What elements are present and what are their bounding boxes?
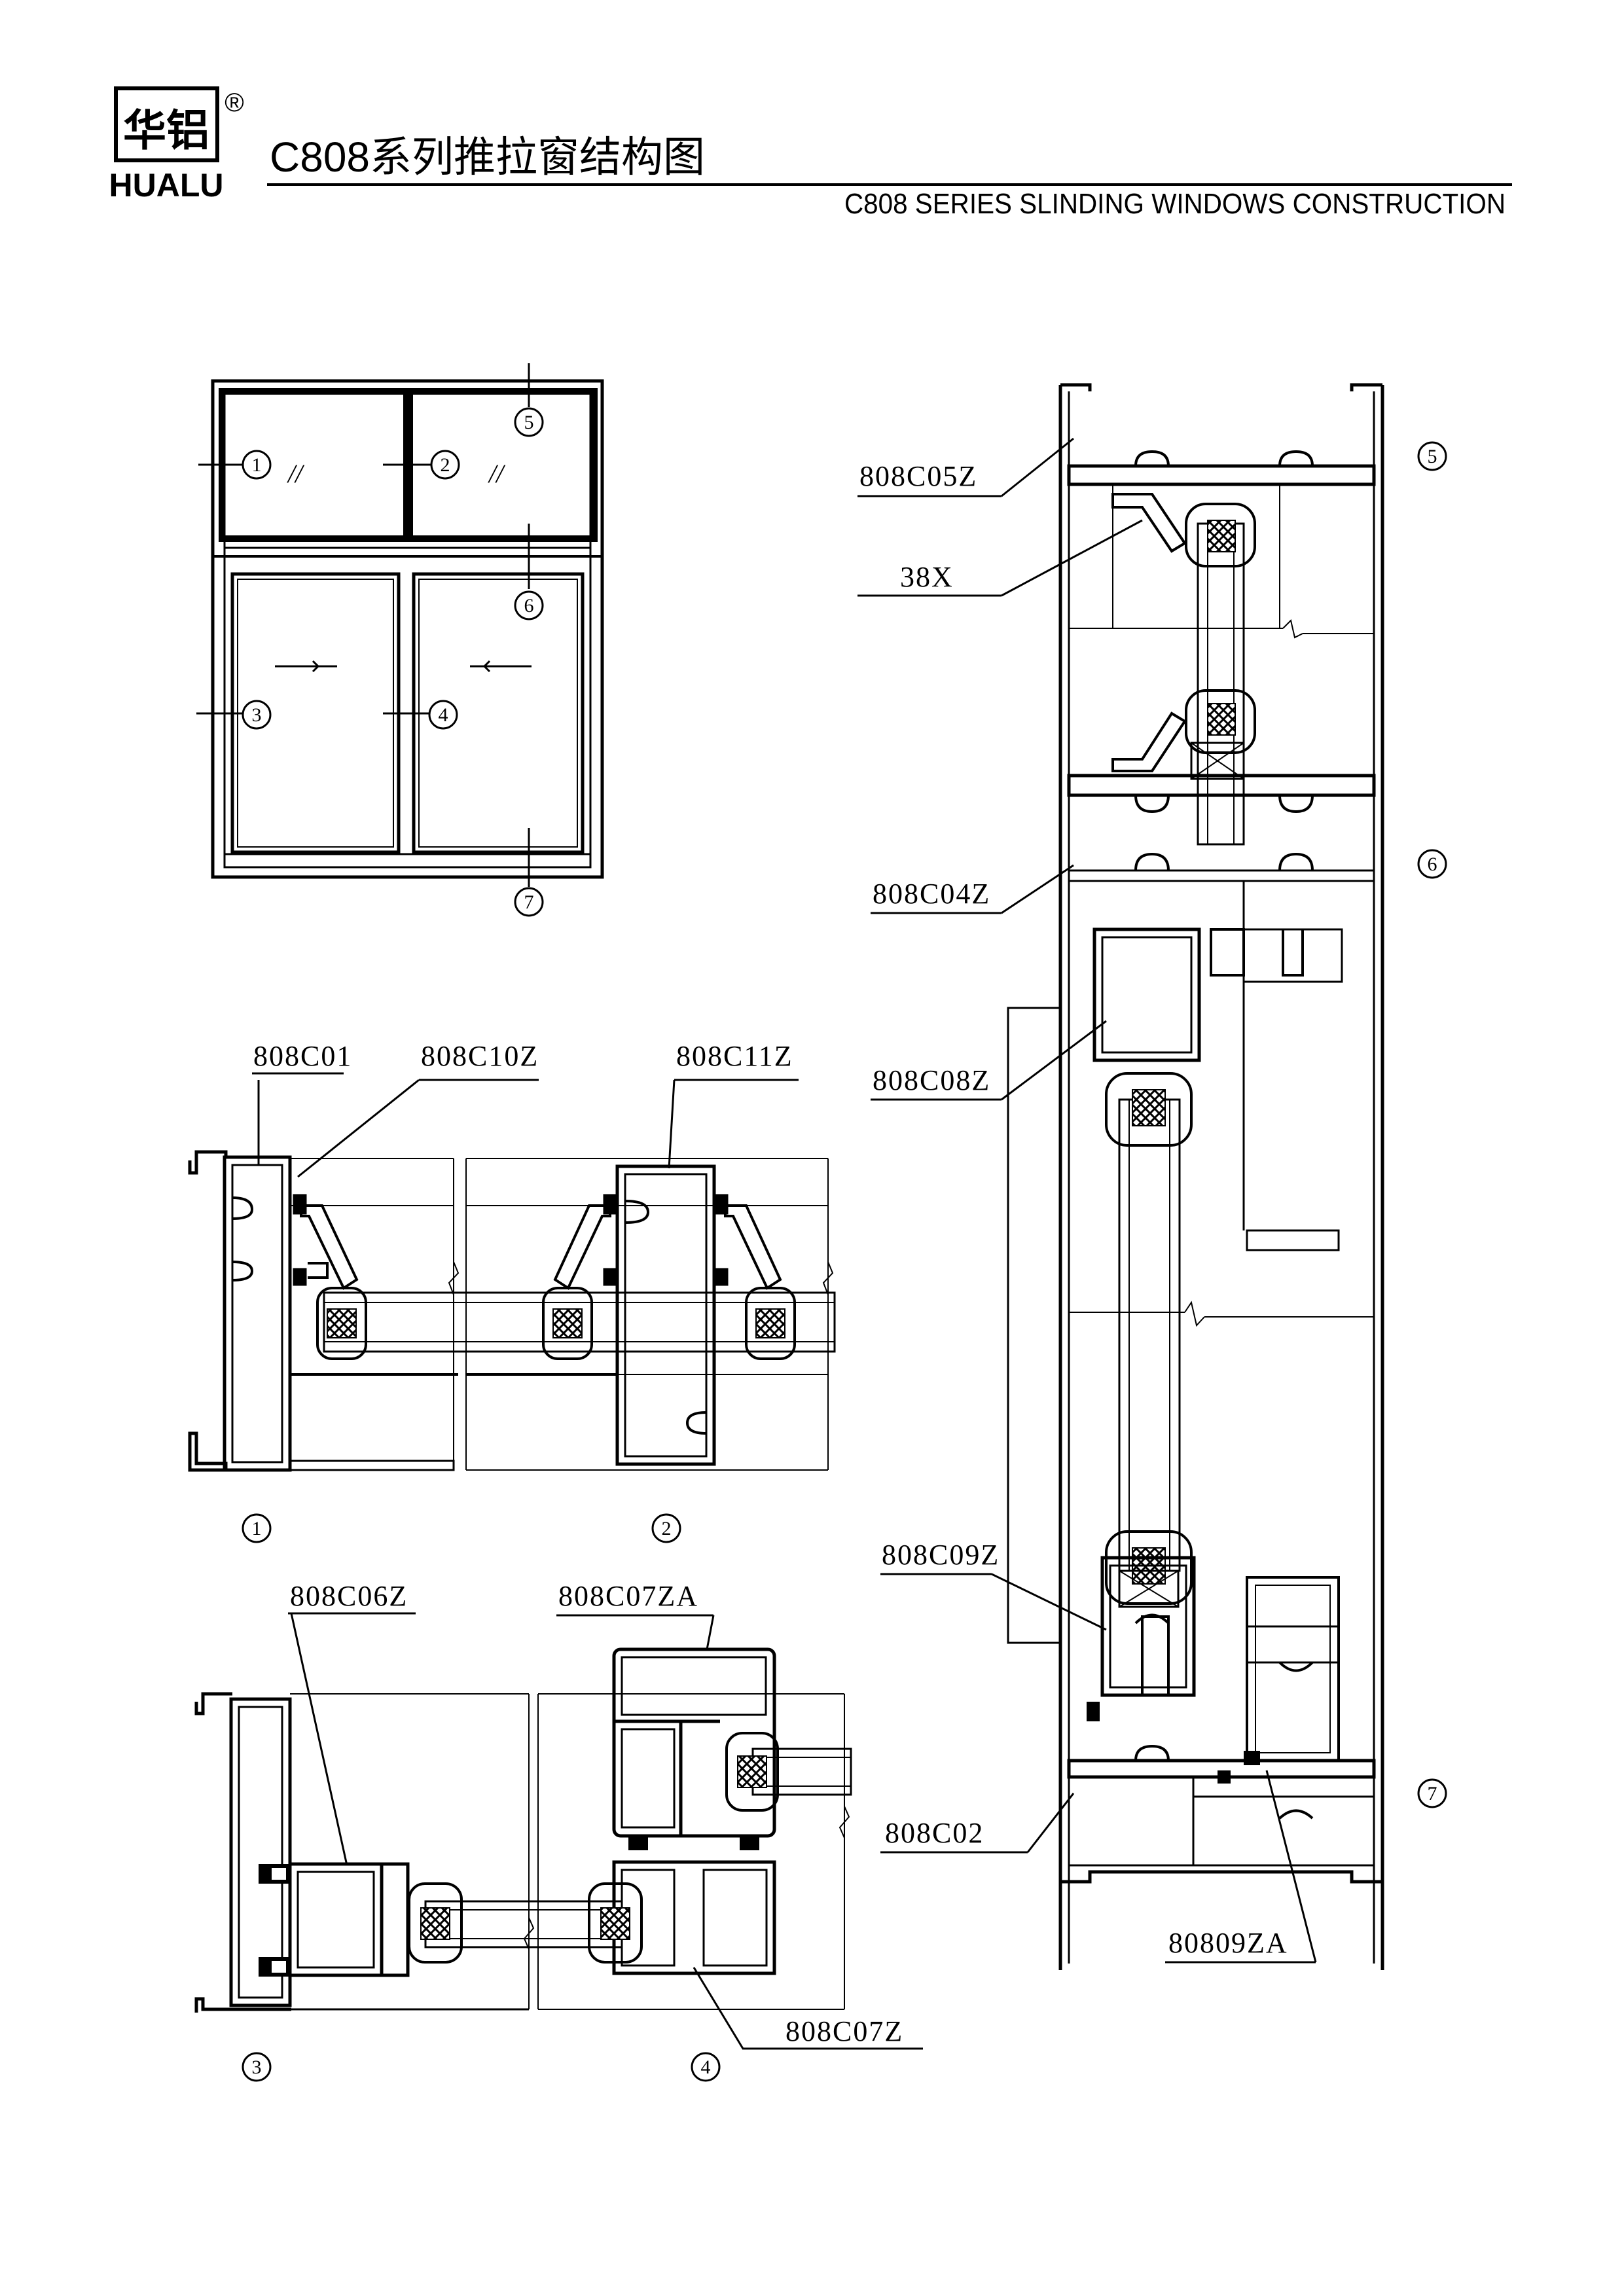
svg-text:4: 4 — [701, 2056, 711, 2078]
section-3-4-drawing — [194, 1647, 852, 2013]
svg-text:3: 3 — [252, 704, 262, 726]
marker-2: 2 — [430, 450, 460, 480]
svg-text:4: 4 — [439, 704, 448, 726]
section-label-1: 1 — [242, 1513, 272, 1543]
section-label-6: 6 — [1417, 849, 1447, 879]
svg-text:1: 1 — [252, 454, 262, 476]
glass-hatch-2: // — [488, 459, 506, 488]
callout-leader-lines — [249, 437, 1317, 2050]
svg-text:2: 2 — [662, 1518, 672, 1539]
callout-808C06Z: 808C06Z — [290, 1580, 408, 1612]
callout-808C02: 808C02 — [885, 1817, 984, 1849]
callout-808C01: 808C01 — [253, 1040, 352, 1072]
callout-808C10Z: 808C10Z — [421, 1040, 539, 1072]
title-english: C808 SERIES SLINDING WINDOWS CONSTRUCTIO… — [844, 188, 1506, 220]
elevation-hatch-marks: // // — [287, 459, 506, 488]
svg-text:5: 5 — [524, 412, 534, 433]
marker-5: 5 — [514, 407, 544, 437]
section-label-3: 3 — [242, 2052, 272, 2082]
svg-text:6: 6 — [1428, 853, 1437, 875]
sliding-direction-arrows — [275, 660, 532, 673]
svg-text:3: 3 — [252, 2056, 262, 2078]
callout-38X: 38X — [900, 561, 954, 593]
section-label-7: 7 — [1417, 1778, 1447, 1808]
section-label-5: 5 — [1417, 441, 1447, 471]
svg-text:7: 7 — [1428, 1783, 1437, 1804]
svg-text:6: 6 — [524, 595, 534, 617]
callout-808C05Z: 808C05Z — [859, 460, 977, 492]
title-chinese: C808系列推拉窗结构图 — [270, 134, 705, 181]
window-elevation — [211, 379, 604, 879]
elevation-markers: 1 2 3 4 5 6 7 — [242, 407, 544, 917]
logo-english: HUALU — [109, 167, 224, 204]
marker-6: 6 — [514, 590, 544, 620]
svg-text:5: 5 — [1428, 446, 1437, 467]
section-label-4: 4 — [691, 2052, 721, 2082]
marker-3: 3 — [242, 700, 272, 730]
glass-hatch-1: // — [287, 459, 305, 488]
callout-808C04Z: 808C04Z — [873, 878, 990, 910]
svg-text:2: 2 — [441, 454, 450, 476]
svg-text:7: 7 — [524, 891, 534, 913]
vertical-section-drawing — [1007, 383, 1384, 1970]
hualu-logo: 华铝 HUALU ® — [109, 86, 244, 204]
header: 华铝 HUALU ® C808系列推拉窗结构图 C808 SERIES SLIN… — [109, 86, 1512, 220]
marker-7: 7 — [514, 887, 544, 917]
svg-text:1: 1 — [252, 1518, 262, 1539]
section-markers: 1 2 3 4 5 6 7 — [242, 441, 1447, 2082]
callout-808C09Z: 808C09Z — [882, 1539, 1000, 1571]
part-callouts: 808C01 808C10Z 808C11Z 808C06Z 808C07ZA … — [253, 460, 1288, 2047]
section-label-2: 2 — [651, 1513, 681, 1543]
section-1-2-drawing — [188, 1150, 836, 1472]
callout-808C08Z: 808C08Z — [873, 1064, 990, 1096]
callout-808C07ZA: 808C07ZA — [558, 1580, 698, 1612]
callout-808C11Z: 808C11Z — [676, 1040, 793, 1072]
registered-mark: ® — [225, 88, 244, 117]
marker-4: 4 — [428, 700, 458, 730]
elevation-leader-lines — [196, 363, 530, 887]
callout-80809ZA: 80809ZA — [1168, 1927, 1288, 1959]
logo-chinese: 华铝 — [123, 106, 209, 154]
marker-1: 1 — [242, 450, 272, 480]
callout-808C07Z: 808C07Z — [785, 2015, 903, 2047]
